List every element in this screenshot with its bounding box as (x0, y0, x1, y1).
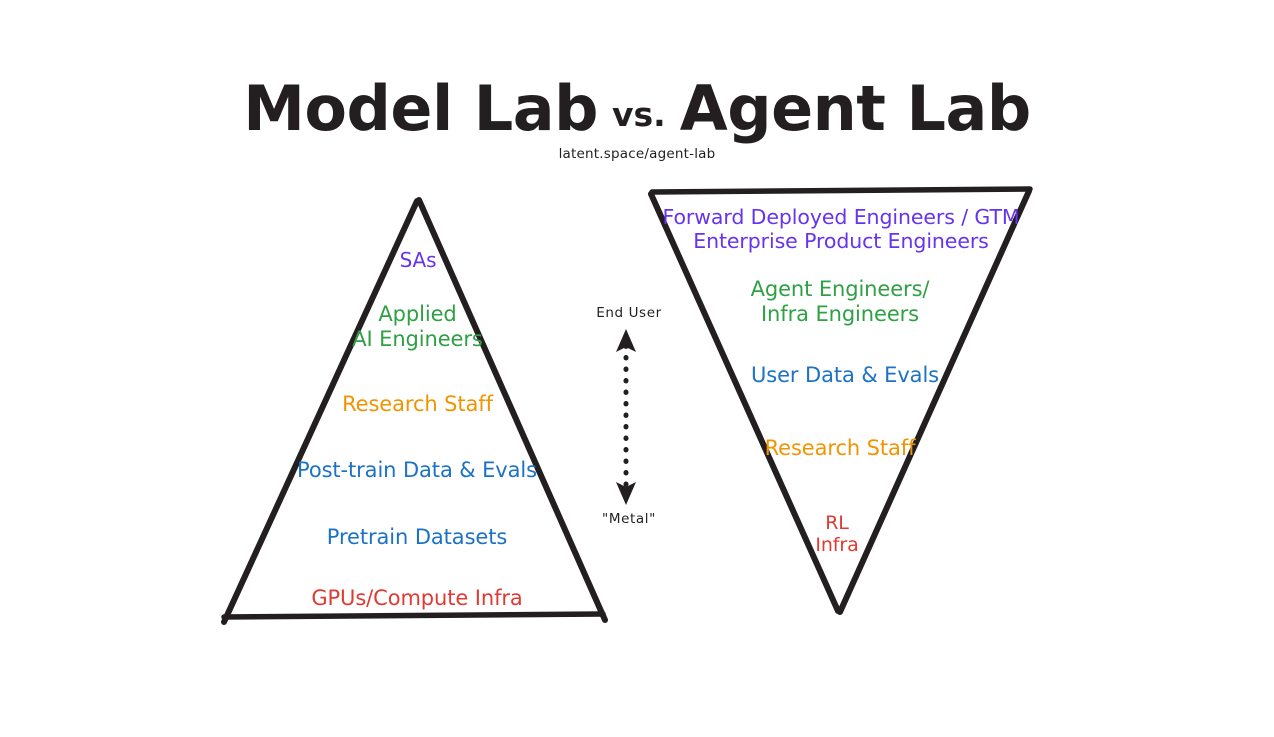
title-model-lab: Model Lab (243, 72, 599, 145)
agent-lab-layer-research-staff: Research Staff (764, 436, 916, 460)
model-lab-layer-sas: SAs (399, 248, 437, 272)
model-lab-layer-pretrain-datasets: Pretrain Datasets (326, 525, 508, 549)
title-vs: vs. (612, 95, 666, 134)
agent-lab-layer-agent-engineers: Agent Engineers/ Infra Engineers (750, 277, 930, 326)
arrow-label-metal: "Metal" (602, 511, 656, 527)
model-lab-layer-post-train-data-evals: Post-train Data & Evals (297, 458, 537, 482)
triangle-base (221, 611, 606, 620)
model-lab-layer-research-staff: Research Staff (342, 392, 493, 416)
agent-lab-layer-user-data-evals: User Data & Evals (750, 363, 940, 387)
arrow-head-up-icon (616, 329, 636, 352)
subtitle-url: latent.space/agent-lab (558, 146, 716, 162)
arrow-label-end-user: End User (596, 305, 662, 321)
direction-arrow (616, 329, 636, 505)
title-agent-lab: Agent Lab (679, 72, 1032, 145)
inverted-triangle-top (649, 186, 1033, 195)
model-lab-layer-applied-ai-engineers: Applied AI Engineers (352, 302, 483, 351)
model-lab-layer-gpus-compute-infra: GPUs/Compute Infra (311, 586, 523, 610)
agent-lab-layer-forward-deployed-engineers: Forward Deployed Engineers / GTM Enterpr… (662, 205, 1020, 253)
arrow-head-down-icon (616, 482, 636, 505)
agent-lab-layer-rl-infra: RL Infra (815, 512, 859, 557)
